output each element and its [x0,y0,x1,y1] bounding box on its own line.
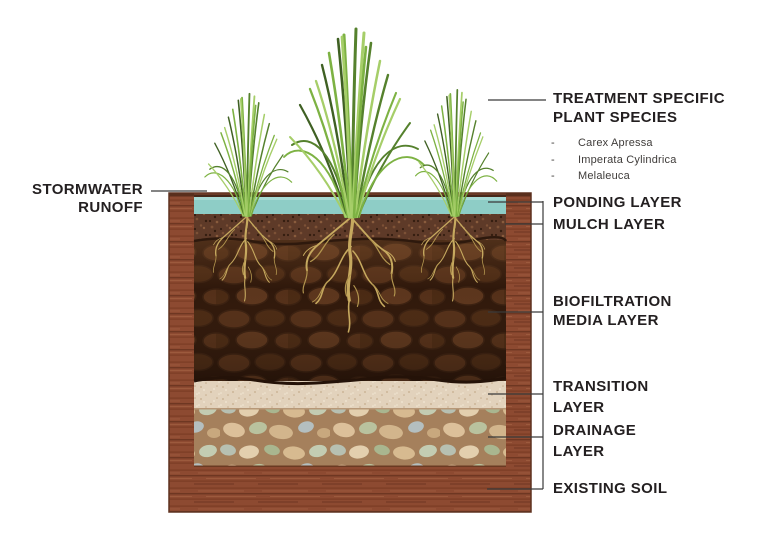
label-ponding-layer: PONDING LAYER [553,194,682,211]
label-biofiltration-media-layer: BIOFILTRATION MEDIA LAYER [553,292,672,330]
drainage-soil-boundary [194,465,506,467]
heading-line1: TREATMENT SPECIFIC [553,90,725,107]
species-name: Carex Apressa [578,137,653,149]
species-name: Imperata Cylindrica [578,153,677,166]
leader-lines [151,99,546,490]
drainage-line2: LAYER [553,443,605,460]
transition-line1: TRANSITION [553,378,649,395]
list-dash: - [551,170,555,182]
species-item: - Melaleuca [551,168,677,185]
species-name: Melaleuca [578,170,630,182]
drainage-layer-fill [194,409,506,466]
species-item: - Carex Apressa [551,135,677,152]
species-item: - Imperata Cylindrica [551,152,677,169]
transition-layer-fill [194,381,506,409]
plant-species-list: - Carex Apressa - Imperata Cylindrica - … [551,135,677,185]
mulch-media-boundary [193,236,508,246]
biofiltration-line2: MEDIA LAYER [553,312,659,329]
label-drainage-layer: DRAINAGE LAYER [553,420,636,462]
label-transition-layer: TRANSITION LAYER [553,376,649,418]
stormwater-line1: STORMWATER [32,181,143,198]
heading-line2: PLANT SPECIES [553,109,678,126]
grass-plants [203,27,498,219]
label-plant-species-heading: TREATMENT SPECIFIC PLANT SPECIES [553,89,725,127]
grass-plant-center [282,27,426,219]
label-stormwater-runoff: STORMWATER RUNOFF [32,181,143,217]
drainage-line1: DRAINAGE [553,422,637,439]
stormwater-line2: RUNOFF [78,199,143,216]
transition-line2: LAYER [553,399,605,416]
media-transition-boundary [193,375,507,386]
label-mulch-layer: MULCH LAYER [553,216,666,233]
label-existing-soil: EXISTING SOIL [553,480,668,497]
list-dash: - [551,153,555,166]
list-dash: - [551,137,555,149]
biofiltration-line1: BIOFILTRATION [553,293,672,310]
